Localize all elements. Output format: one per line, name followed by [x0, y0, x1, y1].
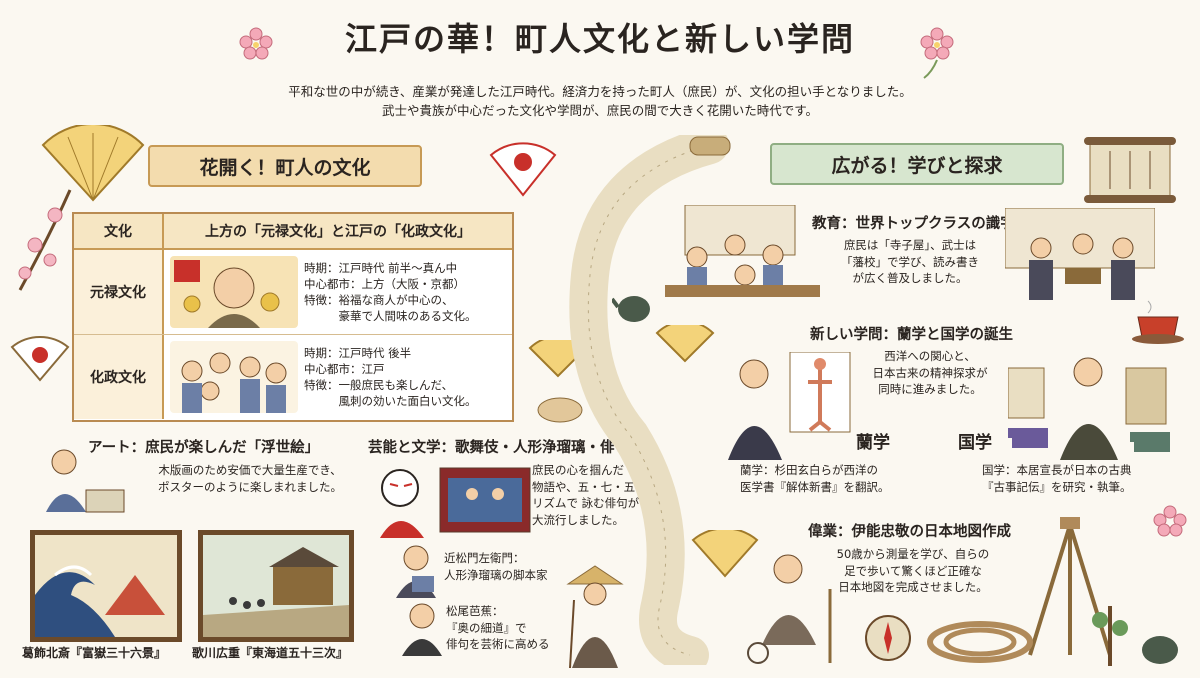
compass-and-rope-icon [865, 615, 1033, 663]
learning-banner: 広がる！学びと探求 [770, 143, 1064, 185]
basho-traveler-illustration [566, 565, 624, 669]
rangaku-label: 蘭学 [856, 433, 890, 453]
info-line: 時期：江戸時代 前半〜真ん中 [304, 261, 458, 275]
performing-line: リズムで 詠む俳句が [532, 496, 640, 510]
ino-line: 足で歩いて驚くほど正確な [844, 563, 982, 578]
hanko-illustration [1005, 208, 1155, 300]
hokusai-caption: 葛飾北斎『富嶽三十六景』 [22, 646, 167, 660]
studies-line: 日本古来の精神探求が [872, 365, 988, 380]
table-header: 文化 上方の「元禄文化」と江戸の「化政文化」 [74, 214, 512, 250]
basho-line: 『奥の細道』で [446, 620, 527, 635]
chikamatsu-line: 人形浄瑠璃の脚本家 [444, 567, 548, 582]
ino-line: 50歳から測量を学び、自らの [836, 547, 990, 561]
art-line: 木版画のため安価で大量生産でき、 [158, 463, 342, 477]
ino-line: 日本地図を完成させました。 [838, 580, 988, 594]
kokugaku-line: 国学：本居宣長が日本の古典 [982, 463, 1132, 477]
art-heading: アート：庶民が楽しんだ「浮世絵」 [88, 440, 320, 456]
sakura-icon [1153, 505, 1187, 537]
info-line: 中心都市：上方（大阪・京都） [304, 277, 465, 291]
merchant-illustration [170, 256, 298, 328]
rangaku-line: 蘭学：杉田玄白らが西洋の [740, 463, 878, 477]
performing-line: 庶民の心を掴んだ [532, 463, 624, 477]
page-title: 江戸の華！町人文化と新しい学問 [344, 20, 855, 58]
terakoya-illustration [665, 205, 820, 297]
hiroshige-print [198, 530, 354, 642]
education-line: 「藩校」で学び、読み書き [841, 254, 979, 269]
hokusai-print [30, 530, 182, 642]
basho-text: 松尾芭蕉： 『奥の細道』で 俳句を芸術に高める [446, 603, 550, 653]
fan-icon [655, 325, 715, 363]
scroll-icon [1084, 137, 1176, 203]
chikamatsu-portrait [396, 545, 436, 598]
chikamatsu-line: 近松門左衛門： [444, 551, 525, 565]
basho-writing-portrait [402, 603, 442, 656]
teapot-icon [612, 296, 650, 322]
row-name: 元禄文化 [74, 250, 164, 334]
intro-line: 平和な世の中が続き、産業が発達した江戸時代。経済力を持った町人（庶民）が、文化の… [288, 84, 912, 99]
education-heading: 教育：世界トップクラスの識字率 [812, 216, 1030, 232]
surveying-tripod-icon [1028, 517, 1112, 656]
rangaku-description: 蘭学：杉田玄白らが西洋の 医学書『解体新書』を翻訳。 [740, 462, 890, 495]
education-description: 庶民は「寺子屋」、武士は 「藩校」で学び、読み書き が広く普及しました。 [820, 237, 1000, 287]
ino-description: 50歳から測量を学び、自らの 足で歩いて驚くほど正確な 日本地図を完成させました… [808, 546, 1018, 596]
studies-description: 西洋への関心と、 日本古来の精神探求が 同時に進みました。 [850, 348, 1010, 398]
basho-line: 俳句を芸術に高める [446, 637, 550, 651]
motoori-illustration [1008, 357, 1170, 460]
studies-line: 西洋への関心と、 [884, 349, 976, 363]
performing-line: 物語や、五・七・五の [532, 479, 647, 494]
kabuki-illustration [380, 467, 531, 538]
hiroshige-caption: 歌川広重『東海道五十三次』 [192, 646, 349, 660]
row-name: 化政文化 [74, 335, 164, 419]
art-line: ポスターのように楽しまれました。 [158, 479, 342, 494]
sugita-illustration [728, 352, 851, 460]
pine-and-teapot-icon [1092, 606, 1178, 666]
table-row: 元禄文化 時期：江戸時代 前半〜真ん中 中心都市：上方（大阪・京都） 特徴：裕福… [74, 250, 512, 335]
kokugaku-line: 『古事記伝』を研究・執筆。 [982, 479, 1132, 494]
sakura-icon [920, 27, 954, 79]
performing-heading: 芸能と文学：歌舞伎・人形浄瑠璃・俳句 [368, 440, 629, 456]
info-line: 豪華で人間味のある文化。 [304, 309, 477, 323]
ino-heading: 偉業：伊能忠敬の日本地図作成 [808, 524, 1011, 540]
fan-icon [691, 530, 759, 578]
teacup-icon [1132, 300, 1184, 344]
chikamatsu-text: 近松門左衛門： 人形浄瑠璃の脚本家 [444, 550, 548, 583]
studies-heading: 新しい学問：蘭学と国学の誕生 [810, 327, 1013, 343]
bowl-icon [537, 397, 583, 423]
info-line: 風刺の効いた面白い文化。 [304, 394, 477, 408]
header-culture: 文化 [74, 214, 164, 248]
studies-line: 同時に進みました。 [878, 382, 982, 396]
info-line: 特徴：一般庶民も楽しんだ、 [304, 378, 454, 392]
row-info: 時期：江戸時代 後半 中心都市：江戸 特徴：一般庶民も楽しんだ、 風刺の効いた面… [304, 335, 477, 419]
sakura-branch-icon [18, 189, 72, 291]
row-info: 時期：江戸時代 前半〜真ん中 中心都市：上方（大阪・京都） 特徴：裕福な商人が中… [304, 250, 477, 334]
info-line: 特徴：裕福な商人が中心の、 [304, 293, 454, 307]
info-line: 時期：江戸時代 後半 [304, 346, 412, 360]
fan-icon [10, 336, 70, 382]
education-line: が広く普及しました。 [852, 271, 968, 285]
fan-icon [489, 142, 557, 197]
culture-table: 文化 上方の「元禄文化」と江戸の「化政文化」 元禄文化 時期：江戸時代 前半〜真… [72, 212, 514, 422]
ino-walking-illustration [747, 554, 832, 664]
artist-illustration [46, 449, 125, 513]
performing-line: 大流行しました。 [532, 512, 624, 527]
education-line: 庶民は「寺子屋」、武士は [843, 238, 977, 252]
fan-icon [41, 125, 145, 202]
table-row: 化政文化 時期：江戸時代 後半 中心都市：江戸 特徴：一般庶民も楽しんだ、 風刺… [74, 335, 512, 419]
sakura-icon [239, 27, 273, 60]
intro-text: 平和な世の中が続き、産業が発達した江戸時代。経済力を持った町人（庶民）が、文化の… [0, 82, 1200, 120]
scroll-illustration [569, 135, 731, 665]
basho-line: 松尾芭蕉： [446, 604, 504, 618]
townspeople-illustration [170, 341, 298, 413]
intro-line: 武士や貴族が中心だった文化や学問が、庶民の間で大きく花開いた時代です。 [381, 103, 818, 118]
kokugaku-label: 国学 [958, 433, 992, 453]
art-description: 木版画のため安価で大量生産でき、 ポスターのように楽しまれました。 [130, 462, 370, 495]
rangaku-line: 医学書『解体新書』を翻訳。 [740, 479, 890, 494]
header-description: 上方の「元禄文化」と江戸の「化政文化」 [205, 224, 471, 240]
info-line: 中心都市：江戸 [304, 362, 385, 376]
kokugaku-description: 国学：本居宣長が日本の古典 『古事記伝』を研究・執筆。 [982, 462, 1132, 495]
culture-banner: 花開く！町人の文化 [148, 145, 422, 187]
performing-description: 庶民の心を掴んだ 物語や、五・七・五の リズムで 詠む俳句が 大流行しました。 [532, 462, 672, 528]
